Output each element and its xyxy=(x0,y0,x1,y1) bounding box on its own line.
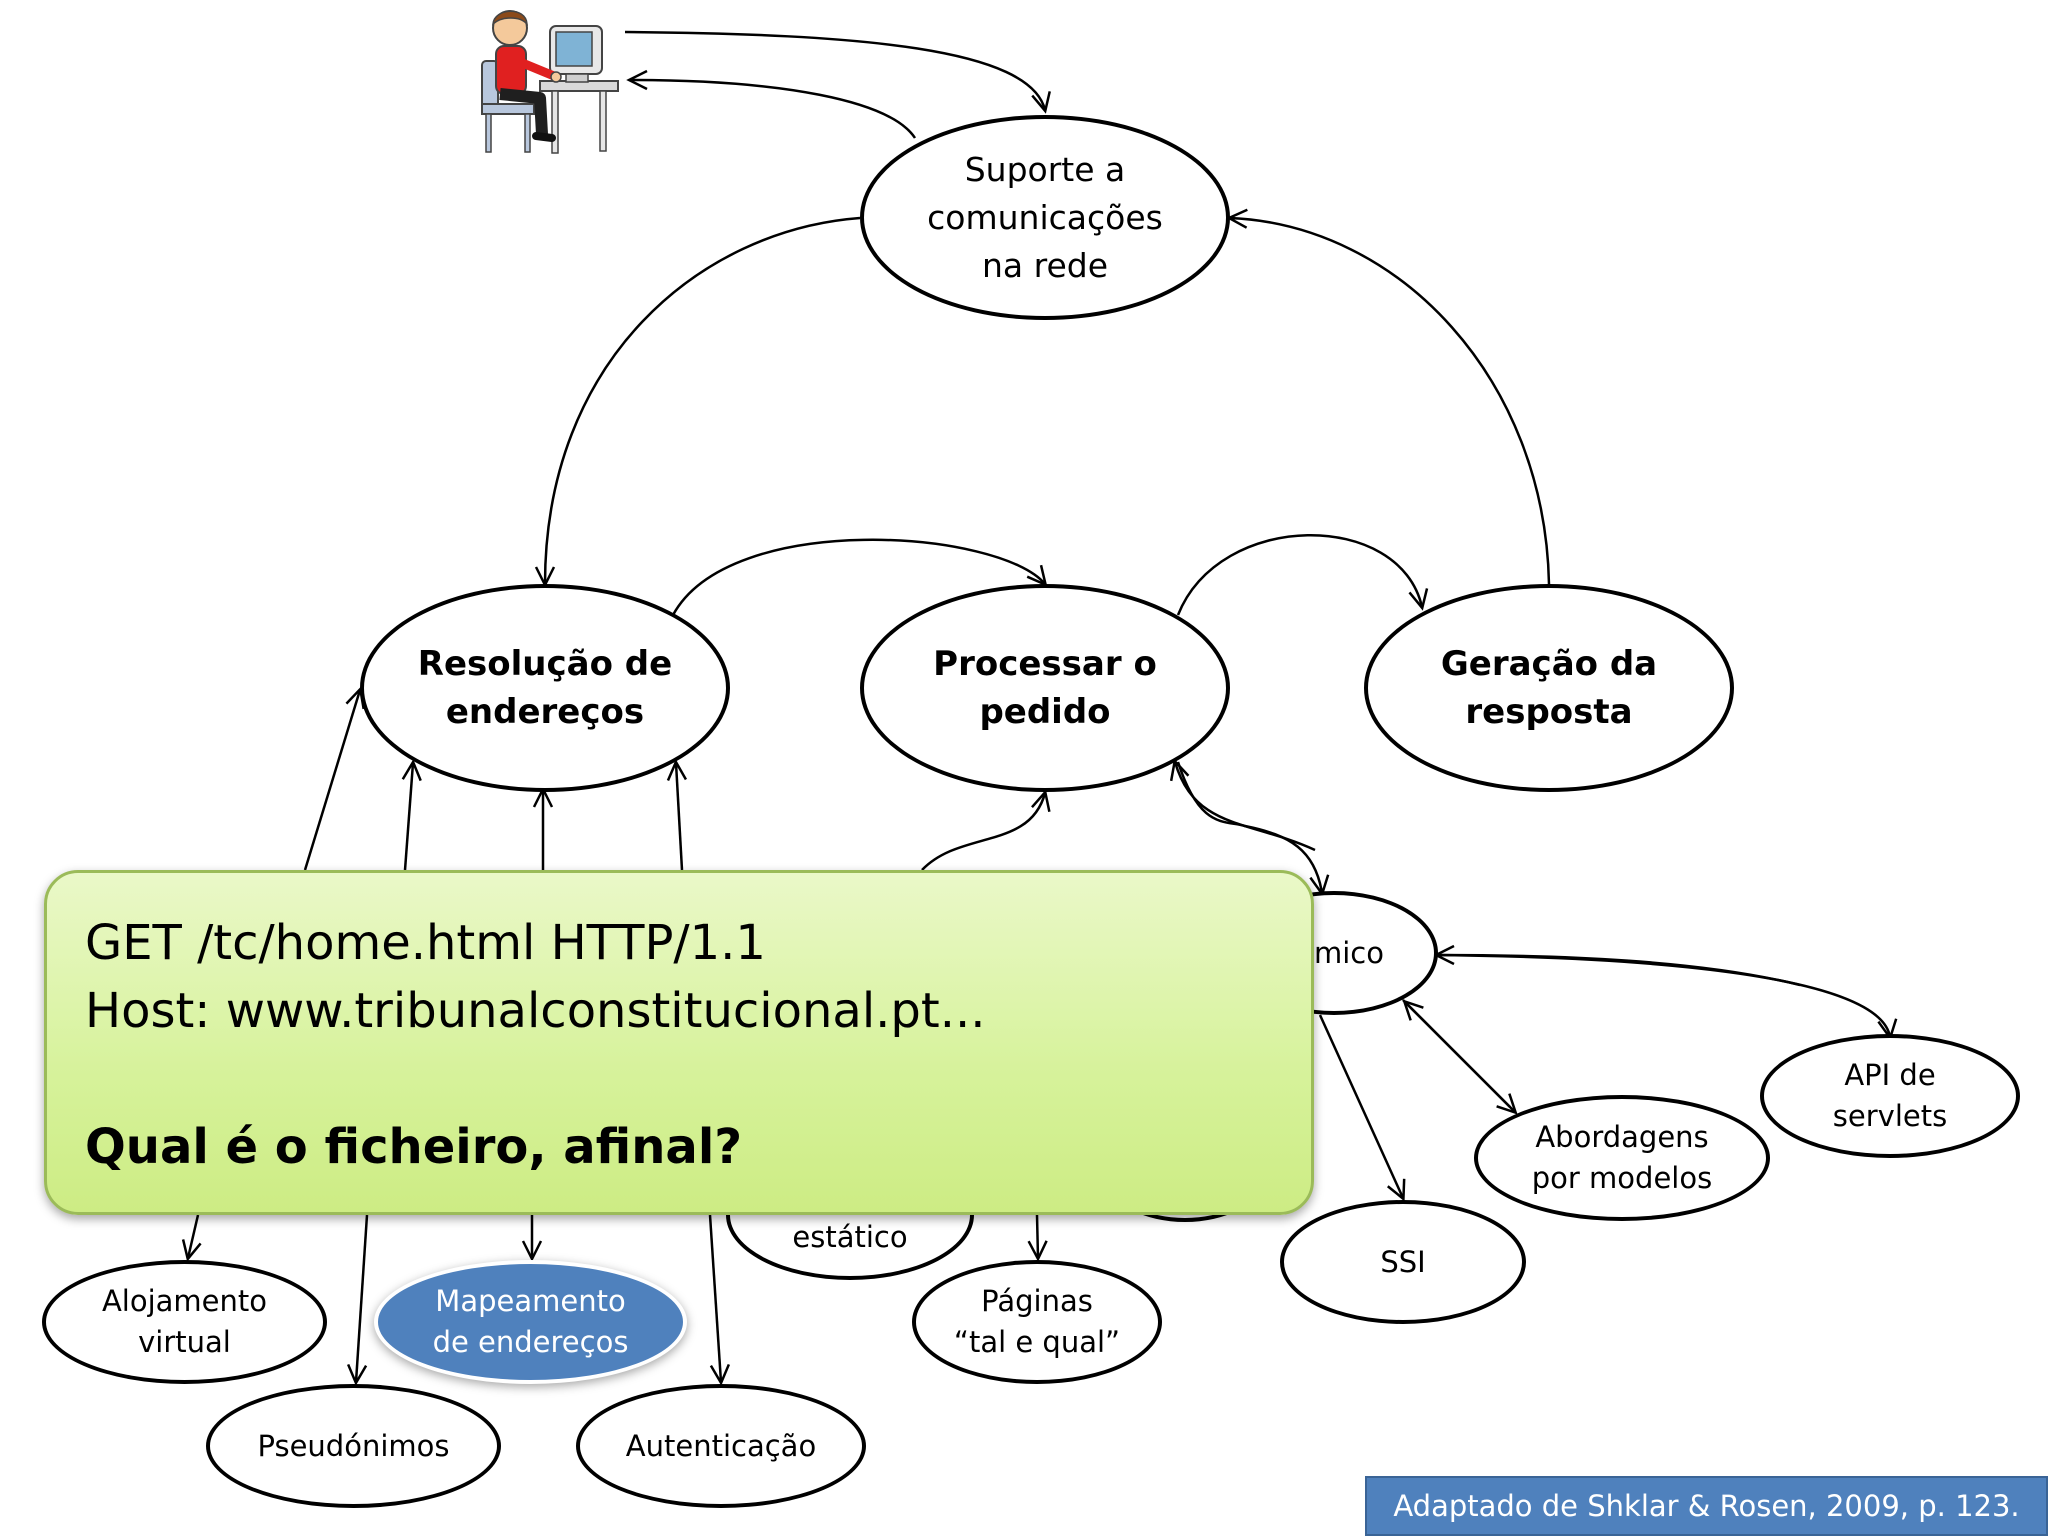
edge-user-to-server xyxy=(624,30,1051,114)
edge-to-paginas xyxy=(1027,1214,1048,1262)
callout-host-line: Host: www.tribunalconstitucional.pt... xyxy=(85,983,986,1039)
edge-dinamico-ssi xyxy=(1318,1014,1406,1202)
node-mapeamento-enderecos: Mapeamento de endereços xyxy=(374,1260,687,1384)
edge-up-2 xyxy=(401,759,422,871)
node-geracao-resposta: Geração da resposta xyxy=(1364,584,1734,792)
edge-processar-to-geracao xyxy=(1176,534,1429,616)
node-ssi: SSI xyxy=(1280,1200,1526,1324)
edge-to-alojamento xyxy=(181,1214,202,1262)
edge-geracao-to-comm xyxy=(1226,208,1551,585)
edge-to-pseudonimos xyxy=(346,1214,369,1386)
edge-up-4 xyxy=(666,759,688,871)
node-dinamico-label: mico xyxy=(1314,935,1384,970)
node-api-servlets: API de servlets xyxy=(1760,1034,2020,1158)
node-estatico-label: estático xyxy=(792,1220,908,1254)
node-alojamento-virtual: Alojamento virtual xyxy=(42,1260,327,1384)
edge-dinamico-api xyxy=(1429,953,1898,1041)
source-attribution: Adaptado de Shklar & Rosen, 2009, p. 123… xyxy=(1365,1476,2048,1536)
edge-resolucao-to-processar xyxy=(671,538,1048,616)
edge-comm-to-resolucao xyxy=(534,216,861,588)
callout-question: Qual é o ficheiro, afinal? xyxy=(85,1119,743,1175)
node-processar-pedido: Processar o pedido xyxy=(860,584,1230,792)
edge-to-autenticacao xyxy=(708,1214,731,1386)
node-autenticacao: Autenticação xyxy=(576,1384,866,1508)
node-paginas-tal-e-qual: Páginas “tal e qual” xyxy=(912,1260,1162,1384)
edge-up-1 xyxy=(303,686,365,871)
node-pseudonimos: Pseudónimos xyxy=(206,1384,501,1508)
node-resolucao-enderecos: Resolução de endereços xyxy=(360,584,730,792)
edge-estatico-to-processar xyxy=(921,789,1051,871)
http-request-callout: GET /tc/home.html HTTP/1.1 Host: www.tri… xyxy=(44,870,1314,1215)
node-comunicacoes: Suporte a comunicações na rede xyxy=(860,115,1230,320)
edge-server-to-user xyxy=(626,69,917,139)
callout-request-line: GET /tc/home.html HTTP/1.1 xyxy=(85,915,766,971)
user-at-computer-icon xyxy=(481,10,619,154)
node-abordagens-modelos: Abordagens por modelos xyxy=(1474,1095,1770,1221)
